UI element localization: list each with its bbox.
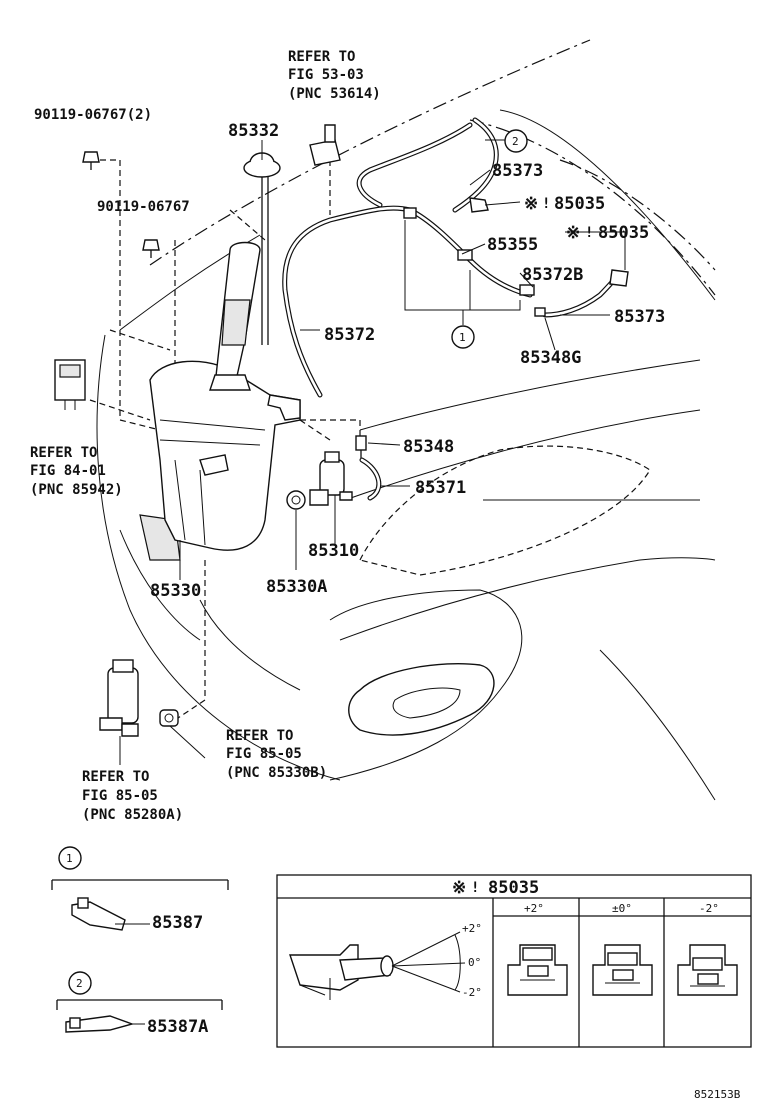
nozzle-view-zero xyxy=(592,944,653,996)
hood-clip xyxy=(309,124,341,166)
legend-2-text: 2 xyxy=(76,977,83,990)
reference-fig53: REFER TO FIG 53-03 (PNC 53614) xyxy=(288,49,381,102)
label-85387: 85387 xyxy=(152,913,203,933)
label-85348g: 85348G xyxy=(520,348,581,368)
callout-2-hood: 2 xyxy=(504,129,528,153)
marker-bar-a: ! xyxy=(542,196,550,212)
callout-1-hood: 1 xyxy=(451,325,475,349)
grommet xyxy=(286,490,306,510)
leader-lines xyxy=(119,139,700,765)
inset-title: 85035 xyxy=(488,878,539,898)
ref85b-line2: FIG 85-05 xyxy=(226,746,302,762)
ref85b-line1: REFER TO xyxy=(226,728,293,744)
washer-tank xyxy=(149,360,301,551)
label-85372b: 85372B xyxy=(522,265,583,285)
label-85373-top: 85373 xyxy=(492,161,543,181)
washer-pump xyxy=(309,451,353,506)
filler-neck xyxy=(209,241,261,391)
label-85355: 85355 xyxy=(487,235,538,255)
reference-fig85-b: REFER TO FIG 85-05 (PNC 85330B) xyxy=(226,728,327,781)
ref85a-line1: REFER TO xyxy=(82,769,149,785)
inset-col-zero: ±0° xyxy=(612,902,632,915)
ref84-line3: (PNC 85942) xyxy=(30,482,123,498)
label-85330: 85330 xyxy=(150,581,201,601)
legend-1: 1 xyxy=(51,846,229,931)
label-85035-b: 85035 xyxy=(598,223,649,243)
label-85332: 85332 xyxy=(228,121,279,141)
bolts-group xyxy=(82,151,160,258)
reference-fig85-a: REFER TO FIG 85-05 (PNC 85280A) xyxy=(82,769,183,823)
relay-connector xyxy=(54,359,86,410)
part-labels: 85332 85373 85035 85035 85355 85372B 853… xyxy=(34,107,665,1037)
label-bolt-two: 90119-06767(2) xyxy=(34,107,152,123)
label-85035-a: 85035 xyxy=(554,194,605,214)
callout-2-text: 2 xyxy=(512,135,519,148)
ref85b-line3: (PNC 85330B) xyxy=(226,765,327,781)
ref85a-line2: FIG 85-05 xyxy=(82,788,158,804)
callout-1-text: 1 xyxy=(459,331,466,344)
rear-pump xyxy=(99,659,139,737)
label-85371: 85371 xyxy=(415,478,466,498)
angle-plus: +2° xyxy=(462,922,482,935)
legend-1-text: 1 xyxy=(66,852,73,865)
hose-85372 xyxy=(282,205,413,398)
label-bolt-one: 90119-06767 xyxy=(97,199,190,215)
label-85348: 85348 xyxy=(403,437,454,457)
label-85373-right: 85373 xyxy=(614,307,665,327)
nozzle-angle-inset: ※ ! 85035 +2° ±0° -2° +2° 0° -2° xyxy=(276,874,752,1048)
filler-cap xyxy=(243,152,281,345)
inset-col-plus: +2° xyxy=(524,902,544,915)
ref53-line1: REFER TO xyxy=(288,49,355,65)
diagram-code: 852153B xyxy=(694,1088,741,1101)
reference-fig84: REFER TO FIG 84-01 (PNC 85942) xyxy=(30,445,123,498)
hose-85371 xyxy=(359,457,382,501)
angle-zero: 0° xyxy=(468,956,481,969)
ref84-line2: FIG 84-01 xyxy=(30,463,106,479)
marker-bar-b: ! xyxy=(585,225,593,241)
ref53-line3: (PNC 53614) xyxy=(288,86,381,102)
inset-marker-bar: ! xyxy=(471,880,479,896)
inset-marker-symbol: ※ xyxy=(452,878,466,898)
nozzle-view-plus xyxy=(507,944,568,996)
hood-hoses xyxy=(356,117,629,318)
legend-2: 2 xyxy=(56,971,223,1033)
label-85330a: 85330A xyxy=(266,577,327,597)
rear-grommet xyxy=(159,709,179,727)
marker-symbol-b: ※ xyxy=(566,223,580,243)
inset-col-minus: -2° xyxy=(699,902,719,915)
ref53-line2: FIG 53-03 xyxy=(288,67,364,83)
label-85387a: 85387A xyxy=(147,1017,208,1037)
check-valve xyxy=(355,435,367,458)
marker-symbol-a: ※ xyxy=(524,194,538,214)
label-85310: 85310 xyxy=(308,541,359,561)
ref85a-line3: (PNC 85280A) xyxy=(82,807,183,823)
tank-bracket xyxy=(267,394,301,421)
angle-minus: -2° xyxy=(462,986,482,999)
ref84-line1: REFER TO xyxy=(30,445,97,461)
nozzle-view-minus xyxy=(677,944,738,996)
label-85372: 85372 xyxy=(324,325,375,345)
vehicle-body-outline xyxy=(96,39,716,801)
